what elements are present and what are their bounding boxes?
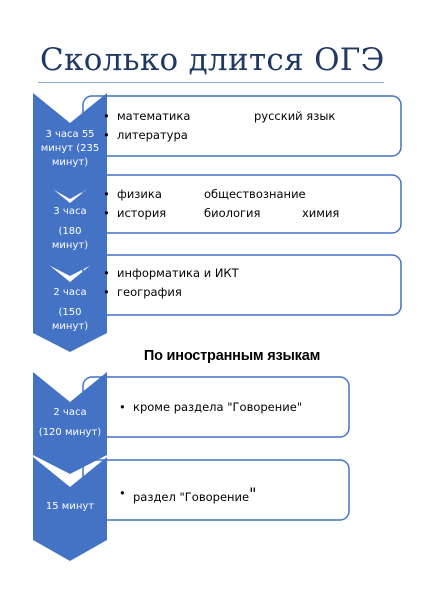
step-3-duration: 2 часа (150 минут) [51, 287, 89, 332]
step-5-chevron [33, 457, 107, 561]
list-item: • кроме раздела "Говорение" [119, 398, 344, 417]
page-title: Сколько длится ОГЭ [40, 42, 385, 78]
list-item: • информатика и ИКТ [103, 264, 393, 283]
bullet-icon: • [119, 486, 126, 500]
list-item: • литература [103, 126, 393, 145]
step-4-chevron [33, 372, 107, 474]
step-1-subjects: • математика русский язык • литература [103, 107, 393, 145]
list-item: • математика русский язык [103, 107, 393, 126]
closing-quote: " [249, 484, 257, 503]
step-5-subjects: • раздел "Говорение" [119, 484, 344, 504]
section-heading: По иностранным языкам [143, 348, 321, 364]
list-item: • физика обществознание [103, 185, 393, 204]
bullet-icon: • [103, 266, 110, 280]
bullet-icon: • [103, 109, 110, 123]
step-1-duration: 3 часа 55 минут (235 минут) [40, 129, 100, 168]
bullet-icon: • [119, 400, 126, 414]
bullet-icon: • [103, 285, 110, 299]
list-item: • история биология химия [103, 204, 393, 223]
list-item: • раздел "Говорение" [119, 484, 257, 504]
step-4-duration: 2 часа (120 минут) [38, 407, 102, 438]
step-1-chevron [33, 93, 107, 199]
bullet-icon: • [103, 187, 110, 201]
step-2-duration: 3 часа (180 минут) [51, 206, 89, 251]
list-item: • география [103, 283, 393, 302]
bullet-icon: • [103, 128, 110, 142]
step-2-chevron [33, 173, 107, 276]
step-3-chevron [33, 252, 107, 352]
title-underline [38, 82, 384, 83]
step-4-subjects: • кроме раздела "Говорение" [119, 398, 344, 417]
step-3-subjects: • информатика и ИКТ • география [103, 264, 393, 302]
bullet-icon: • [103, 206, 110, 220]
step-5-duration: 15 минут [45, 501, 95, 512]
step-2-subjects: • физика обществознание • история биолог… [103, 185, 393, 223]
